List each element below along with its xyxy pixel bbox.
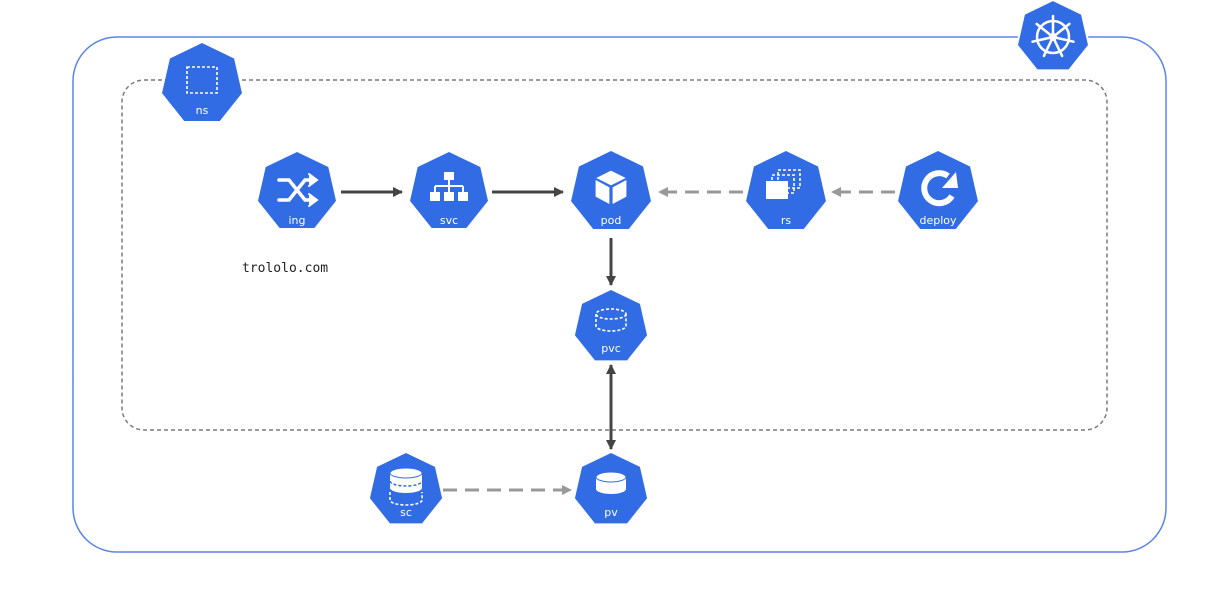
host-label: trololo.com xyxy=(242,261,328,276)
node-ing[interactable]: ing xyxy=(258,152,336,229)
pv-label: pv xyxy=(604,506,618,519)
node-pvc[interactable]: pvc xyxy=(574,290,648,361)
deployment-icon xyxy=(921,170,958,207)
kubernetes-wheel-icon xyxy=(1015,0,1091,72)
sc-label: sc xyxy=(400,506,412,519)
service-icon xyxy=(430,172,468,201)
pv-icon xyxy=(595,471,627,494)
node-pod[interactable]: pod xyxy=(571,151,651,229)
pvc-icon xyxy=(595,308,627,332)
ing-label: ing xyxy=(288,214,305,227)
node-deploy[interactable]: deploy xyxy=(898,151,978,229)
edges xyxy=(341,187,895,495)
deploy-label: deploy xyxy=(919,214,957,227)
replicaset-icon xyxy=(766,169,801,199)
node-rs[interactable]: rs xyxy=(746,151,826,229)
storageclass-icon xyxy=(389,467,423,506)
ingress-icon xyxy=(277,173,319,207)
namespace-boundary xyxy=(121,79,1108,431)
cluster-boundary xyxy=(72,36,1167,553)
namespace-label: ns xyxy=(196,104,209,117)
namespace-badge: ns xyxy=(162,43,242,121)
pod-label: pod xyxy=(601,214,622,227)
svc-label: svc xyxy=(440,214,458,227)
node-pv[interactable]: pv xyxy=(574,453,648,524)
namespace-icon xyxy=(186,66,218,94)
rs-label: rs xyxy=(781,214,792,227)
node-sc[interactable]: sc xyxy=(369,453,443,524)
node-svc[interactable]: svc xyxy=(410,152,488,229)
pvc-label: pvc xyxy=(601,342,621,355)
pod-icon xyxy=(593,169,629,206)
